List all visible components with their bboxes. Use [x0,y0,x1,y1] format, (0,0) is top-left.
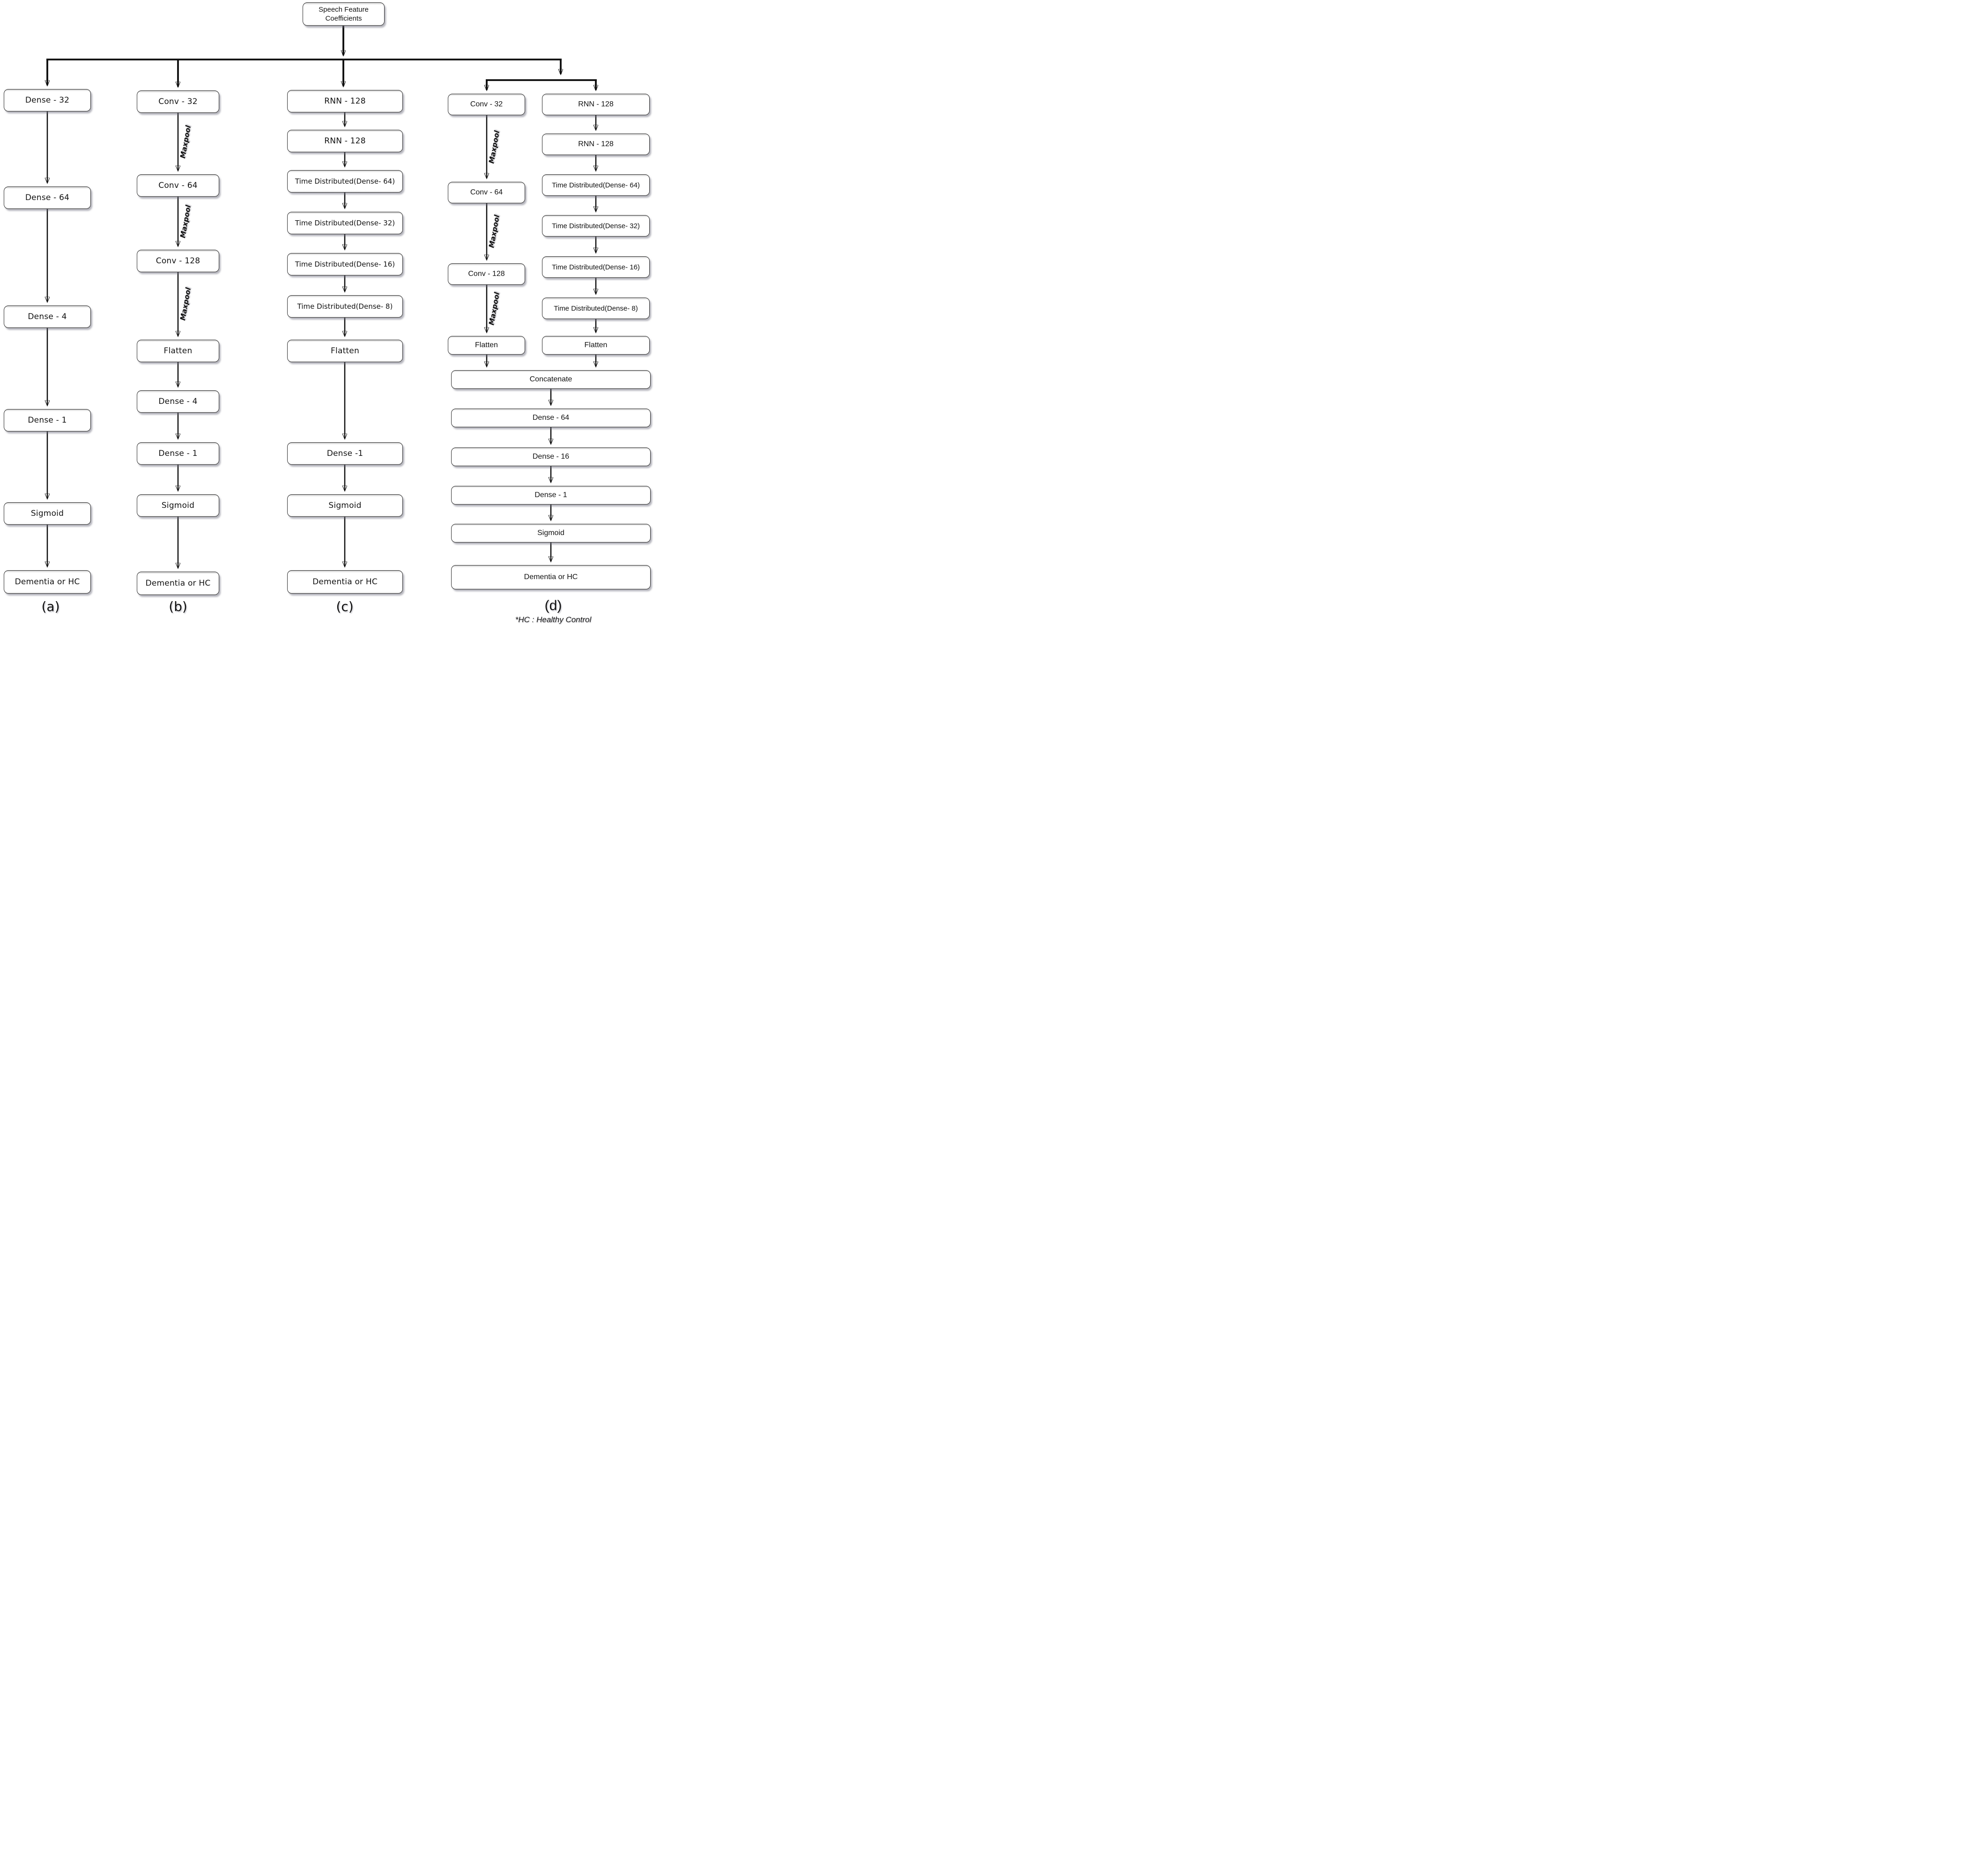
a-node-sigmoid: Sigmoid [4,502,91,525]
c-node-td-dense-64: Time Distributed(Dense- 64) [287,170,403,193]
d-node-td-dense-64: Time Distributed(Dense- 64) [542,174,650,196]
c-node-output: Dementia or HC [287,570,403,594]
d-node-td-dense-32: Time Distributed(Dense- 32) [542,215,650,237]
c-node-rnn-128-1: RNN - 128 [287,90,403,112]
column-label-c: (c) [336,599,354,614]
connector-arrows [0,26,656,625]
b-node-dense-4: Dense - 4 [137,390,219,413]
d-node-flatten-conv: Flatten [448,336,525,355]
a-node-dense-32: Dense - 32 [4,89,91,112]
d-node-conv-64: Conv - 64 [448,182,525,203]
d-node-dense-64: Dense - 64 [451,409,651,427]
b-node-flatten: Flatten [137,340,219,362]
d-node-flatten-rnn: Flatten [542,336,650,355]
b-node-conv-32: Conv - 32 [137,90,219,113]
b-node-dense-1: Dense - 1 [137,442,219,465]
c-node-rnn-128-2: RNN - 128 [287,130,403,152]
hc-footnote: *HC : Healthy Control [515,615,592,624]
architecture-diagram: Speech Feature Coefficients Dense - 32 D… [0,0,656,625]
column-label-d: (d) [544,598,562,613]
c-node-dense-1: Dense -1 [287,442,403,465]
d-node-conv-32: Conv - 32 [448,94,525,115]
d-node-td-dense-16: Time Distributed(Dense- 16) [542,256,650,278]
d-node-dense-16: Dense - 16 [451,447,651,466]
d-node-rnn-128-1: RNN - 128 [542,94,650,115]
b-node-conv-128: Conv - 128 [137,250,219,272]
d-node-td-dense-8: Time Distributed(Dense- 8) [542,298,650,319]
a-node-output: Dementia or HC [4,570,91,594]
c-node-sigmoid: Sigmoid [287,494,403,517]
column-label-a: (a) [41,599,60,614]
d-node-rnn-128-2: RNN - 128 [542,134,650,155]
d-node-concatenate: Concatenate [451,370,651,389]
b-node-sigmoid: Sigmoid [137,494,219,517]
b-node-conv-64: Conv - 64 [137,174,219,197]
input-line2: Coefficients [325,15,362,22]
d-node-dense-1: Dense - 1 [451,486,651,505]
c-node-flatten: Flatten [287,340,403,362]
a-node-dense-64: Dense - 64 [4,186,91,209]
a-node-dense-1: Dense - 1 [4,409,91,432]
d-node-output: Dementia or HC [451,565,651,589]
a-node-dense-4: Dense - 4 [4,305,91,328]
c-node-td-dense-32: Time Distributed(Dense- 32) [287,212,403,234]
d-node-conv-128: Conv - 128 [448,263,525,285]
node-speech-feature-coefficients: Speech Feature Coefficients [303,2,385,26]
d-node-sigmoid: Sigmoid [451,524,651,543]
column-label-b: (b) [169,599,187,614]
b-node-output: Dementia or HC [137,572,219,595]
c-node-td-dense-8: Time Distributed(Dense- 8) [287,295,403,318]
c-node-td-dense-16: Time Distributed(Dense- 16) [287,253,403,275]
input-line1: Speech Feature [319,5,369,14]
